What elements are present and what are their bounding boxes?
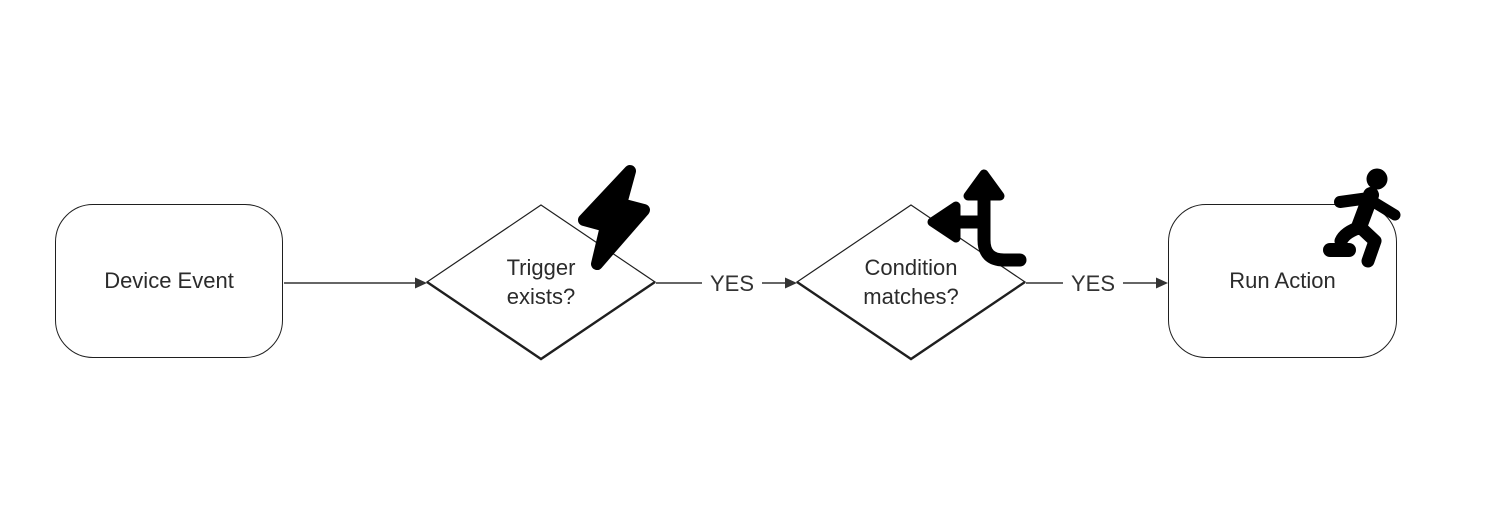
label-line: matches? [863, 284, 959, 309]
node-run-action: Run Action [1168, 204, 1397, 358]
arrowhead-icon [785, 277, 797, 289]
node-condition-matches-label: Condition matches? [821, 253, 1001, 311]
label-line: Condition [864, 255, 958, 280]
node-trigger-exists-label: Trigger exists? [451, 253, 631, 311]
edge-device-to-trigger [284, 277, 427, 289]
lightning-bolt-icon [578, 165, 650, 270]
arrowhead-icon [415, 277, 427, 289]
node-run-action-label: Run Action [1229, 268, 1336, 293]
split-arrows-icon [927, 169, 1027, 267]
label-line: exists? [506, 284, 576, 309]
edge-yes-label: YES [701, 271, 763, 297]
node-device-event-label: Device Event [104, 268, 234, 293]
label-line: Trigger [506, 255, 576, 280]
node-device-event: Device Event [55, 204, 283, 358]
edge-yes-label: YES [1062, 271, 1124, 297]
arrowhead-icon [1156, 277, 1168, 289]
